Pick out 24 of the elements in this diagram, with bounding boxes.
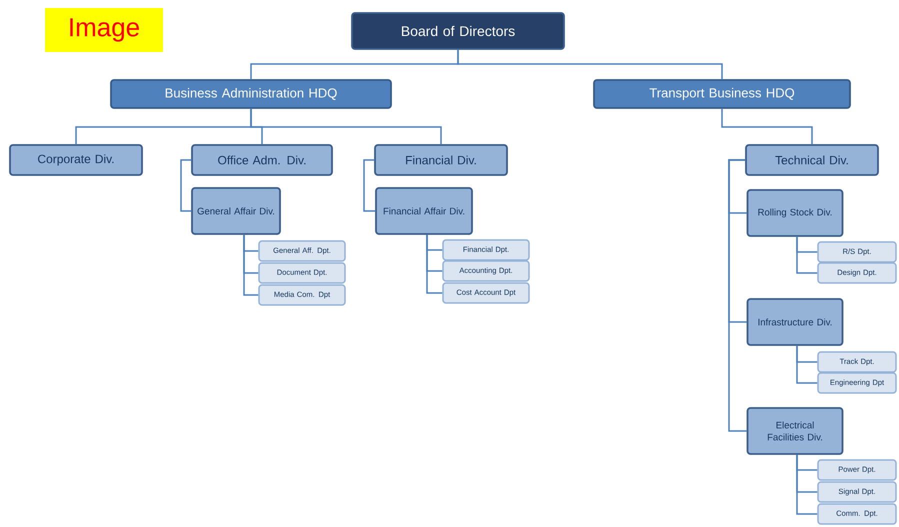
connector-line xyxy=(180,159,192,212)
org-box: Board of Directors xyxy=(351,12,565,50)
connector-line xyxy=(796,346,818,384)
org-box: Business Administration HDQ xyxy=(110,79,392,109)
connector-line xyxy=(796,454,818,515)
org-box: Infrastructure Div. xyxy=(746,298,844,346)
connector-line xyxy=(721,108,813,144)
connector-line xyxy=(426,234,442,294)
org-box: Electrical Facilities Div. xyxy=(746,407,844,455)
org-box: Financial Div. xyxy=(374,144,508,176)
connector-line xyxy=(728,159,747,432)
image-label: Image xyxy=(45,8,163,52)
connector-line xyxy=(363,159,376,212)
connector-line xyxy=(250,108,442,144)
connector-line xyxy=(796,236,818,274)
connector-line xyxy=(457,50,723,80)
org-box: Transport Business HDQ xyxy=(593,79,851,109)
org-box: Office Adm. Div. xyxy=(191,144,333,176)
connector-line xyxy=(243,234,258,296)
org-box: Corporate Div. xyxy=(9,144,143,176)
org-box: Technical Div. xyxy=(745,144,879,176)
org-box: Financial Affair Div. xyxy=(375,187,473,235)
org-box: General Affair Div. xyxy=(191,187,281,235)
org-box: Rolling Stock Div. xyxy=(746,189,844,237)
